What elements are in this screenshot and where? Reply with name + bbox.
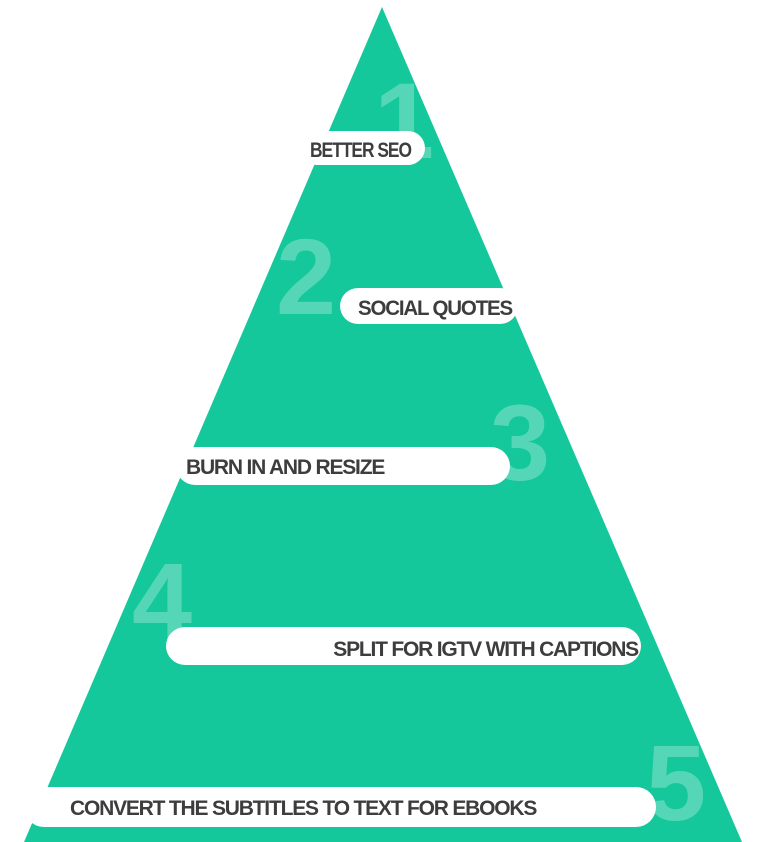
level-1-bar	[300, 131, 425, 165]
pyramid-level-4: 4 SPLIT FOR IGTV WITH CAPTIONS	[132, 540, 641, 665]
level-4-label: SPLIT FOR IGTV WITH CAPTIONS	[333, 638, 639, 661]
level-2-bar	[340, 288, 518, 324]
level-1-label: BETTER SEO	[310, 139, 412, 162]
pyramid-level-3: 3 BURN IN AND RESIZE	[176, 382, 550, 503]
level-2-number: 2	[276, 216, 336, 337]
level-3-label: BURN IN AND RESIZE	[186, 456, 385, 479]
pyramid-level-1: 1 BETTER SEO	[300, 60, 434, 181]
level-2-label: SOCIAL QUOTES	[358, 297, 513, 320]
level-5-bar	[24, 787, 656, 827]
level-3-bar	[176, 447, 510, 485]
level-5-label: CONVERT THE SUBTITLES TO TEXT FOR EBOOKS	[70, 797, 537, 820]
level-4-bar	[166, 627, 641, 665]
level-3-number: 3	[490, 382, 550, 503]
pyramid-level-5: 5 CONVERT THE SUBTITLES TO TEXT FOR EBOO…	[24, 722, 706, 842]
pyramid-level-2: 2 SOCIAL QUOTES	[276, 216, 518, 337]
level-5-number: 5	[646, 722, 706, 842]
